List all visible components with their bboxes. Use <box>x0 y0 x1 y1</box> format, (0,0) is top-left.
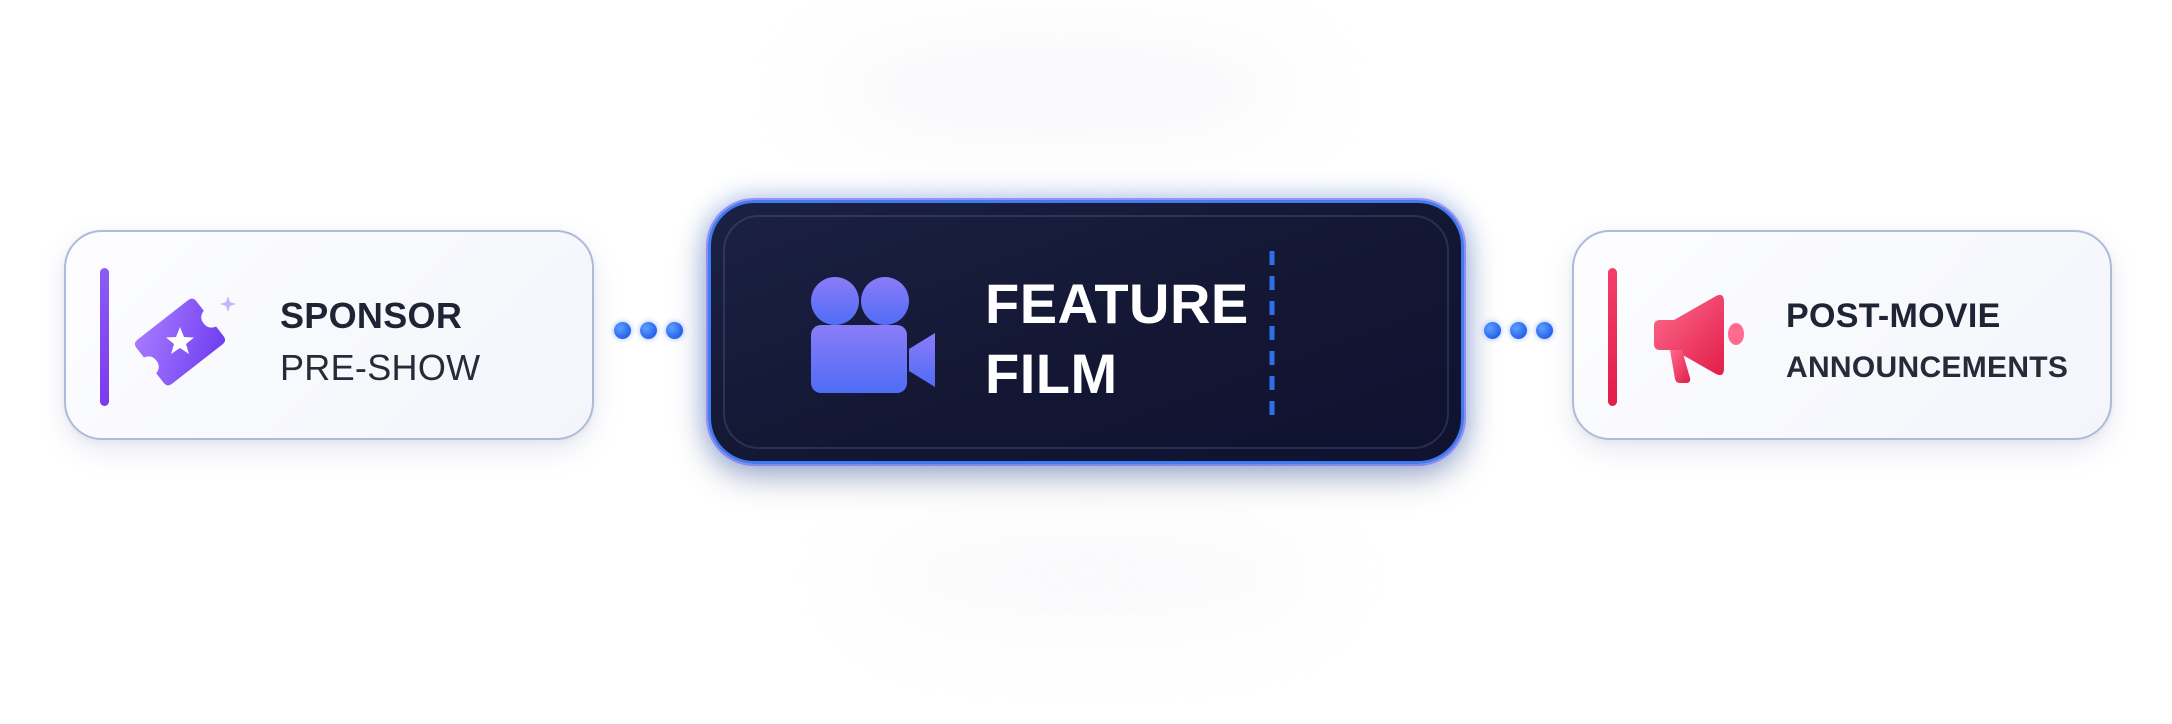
megaphone-icon <box>1644 282 1754 392</box>
connector-dot <box>1510 322 1527 339</box>
background-glow-bottom <box>860 520 1320 630</box>
connector-dot <box>1484 322 1501 339</box>
accent-bar-purple <box>100 268 109 406</box>
card-title: SPONSOR <box>280 295 463 336</box>
dashed-divider <box>1269 251 1275 419</box>
connector-dot <box>614 322 631 339</box>
connector-dot <box>1536 322 1553 339</box>
card-title: FEATURE <box>985 272 1249 335</box>
sponsor-pre-show-label: SPONSOR PRE-SHOW <box>280 290 480 394</box>
inner-border <box>723 215 1449 449</box>
post-movie-announcements-card: POST-MOVIE ANNOUNCEMENTS <box>1572 230 2112 440</box>
feature-film-label: FEATURE FILM <box>985 269 1249 409</box>
background-glow-top <box>820 30 1300 150</box>
connector-right <box>1484 322 1553 342</box>
post-movie-announcements-label: POST-MOVIE ANNOUNCEMENTS <box>1786 290 2068 394</box>
accent-bar-red <box>1608 268 1617 406</box>
video-camera-icon <box>807 275 937 397</box>
feature-film-card: FEATURE FILM <box>708 200 1464 464</box>
card-subtitle: PRE-SHOW <box>280 347 481 388</box>
connector-dot <box>666 322 683 339</box>
connector-dot <box>640 322 657 339</box>
card-subtitle: FILM <box>985 342 1118 405</box>
card-title: POST-MOVIE <box>1786 297 2001 335</box>
connector-left <box>614 322 683 342</box>
ticket-star-icon <box>128 282 238 392</box>
sponsor-pre-show-card: SPONSOR PRE-SHOW <box>64 230 594 440</box>
card-subtitle: ANNOUNCEMENTS <box>1786 351 2069 384</box>
